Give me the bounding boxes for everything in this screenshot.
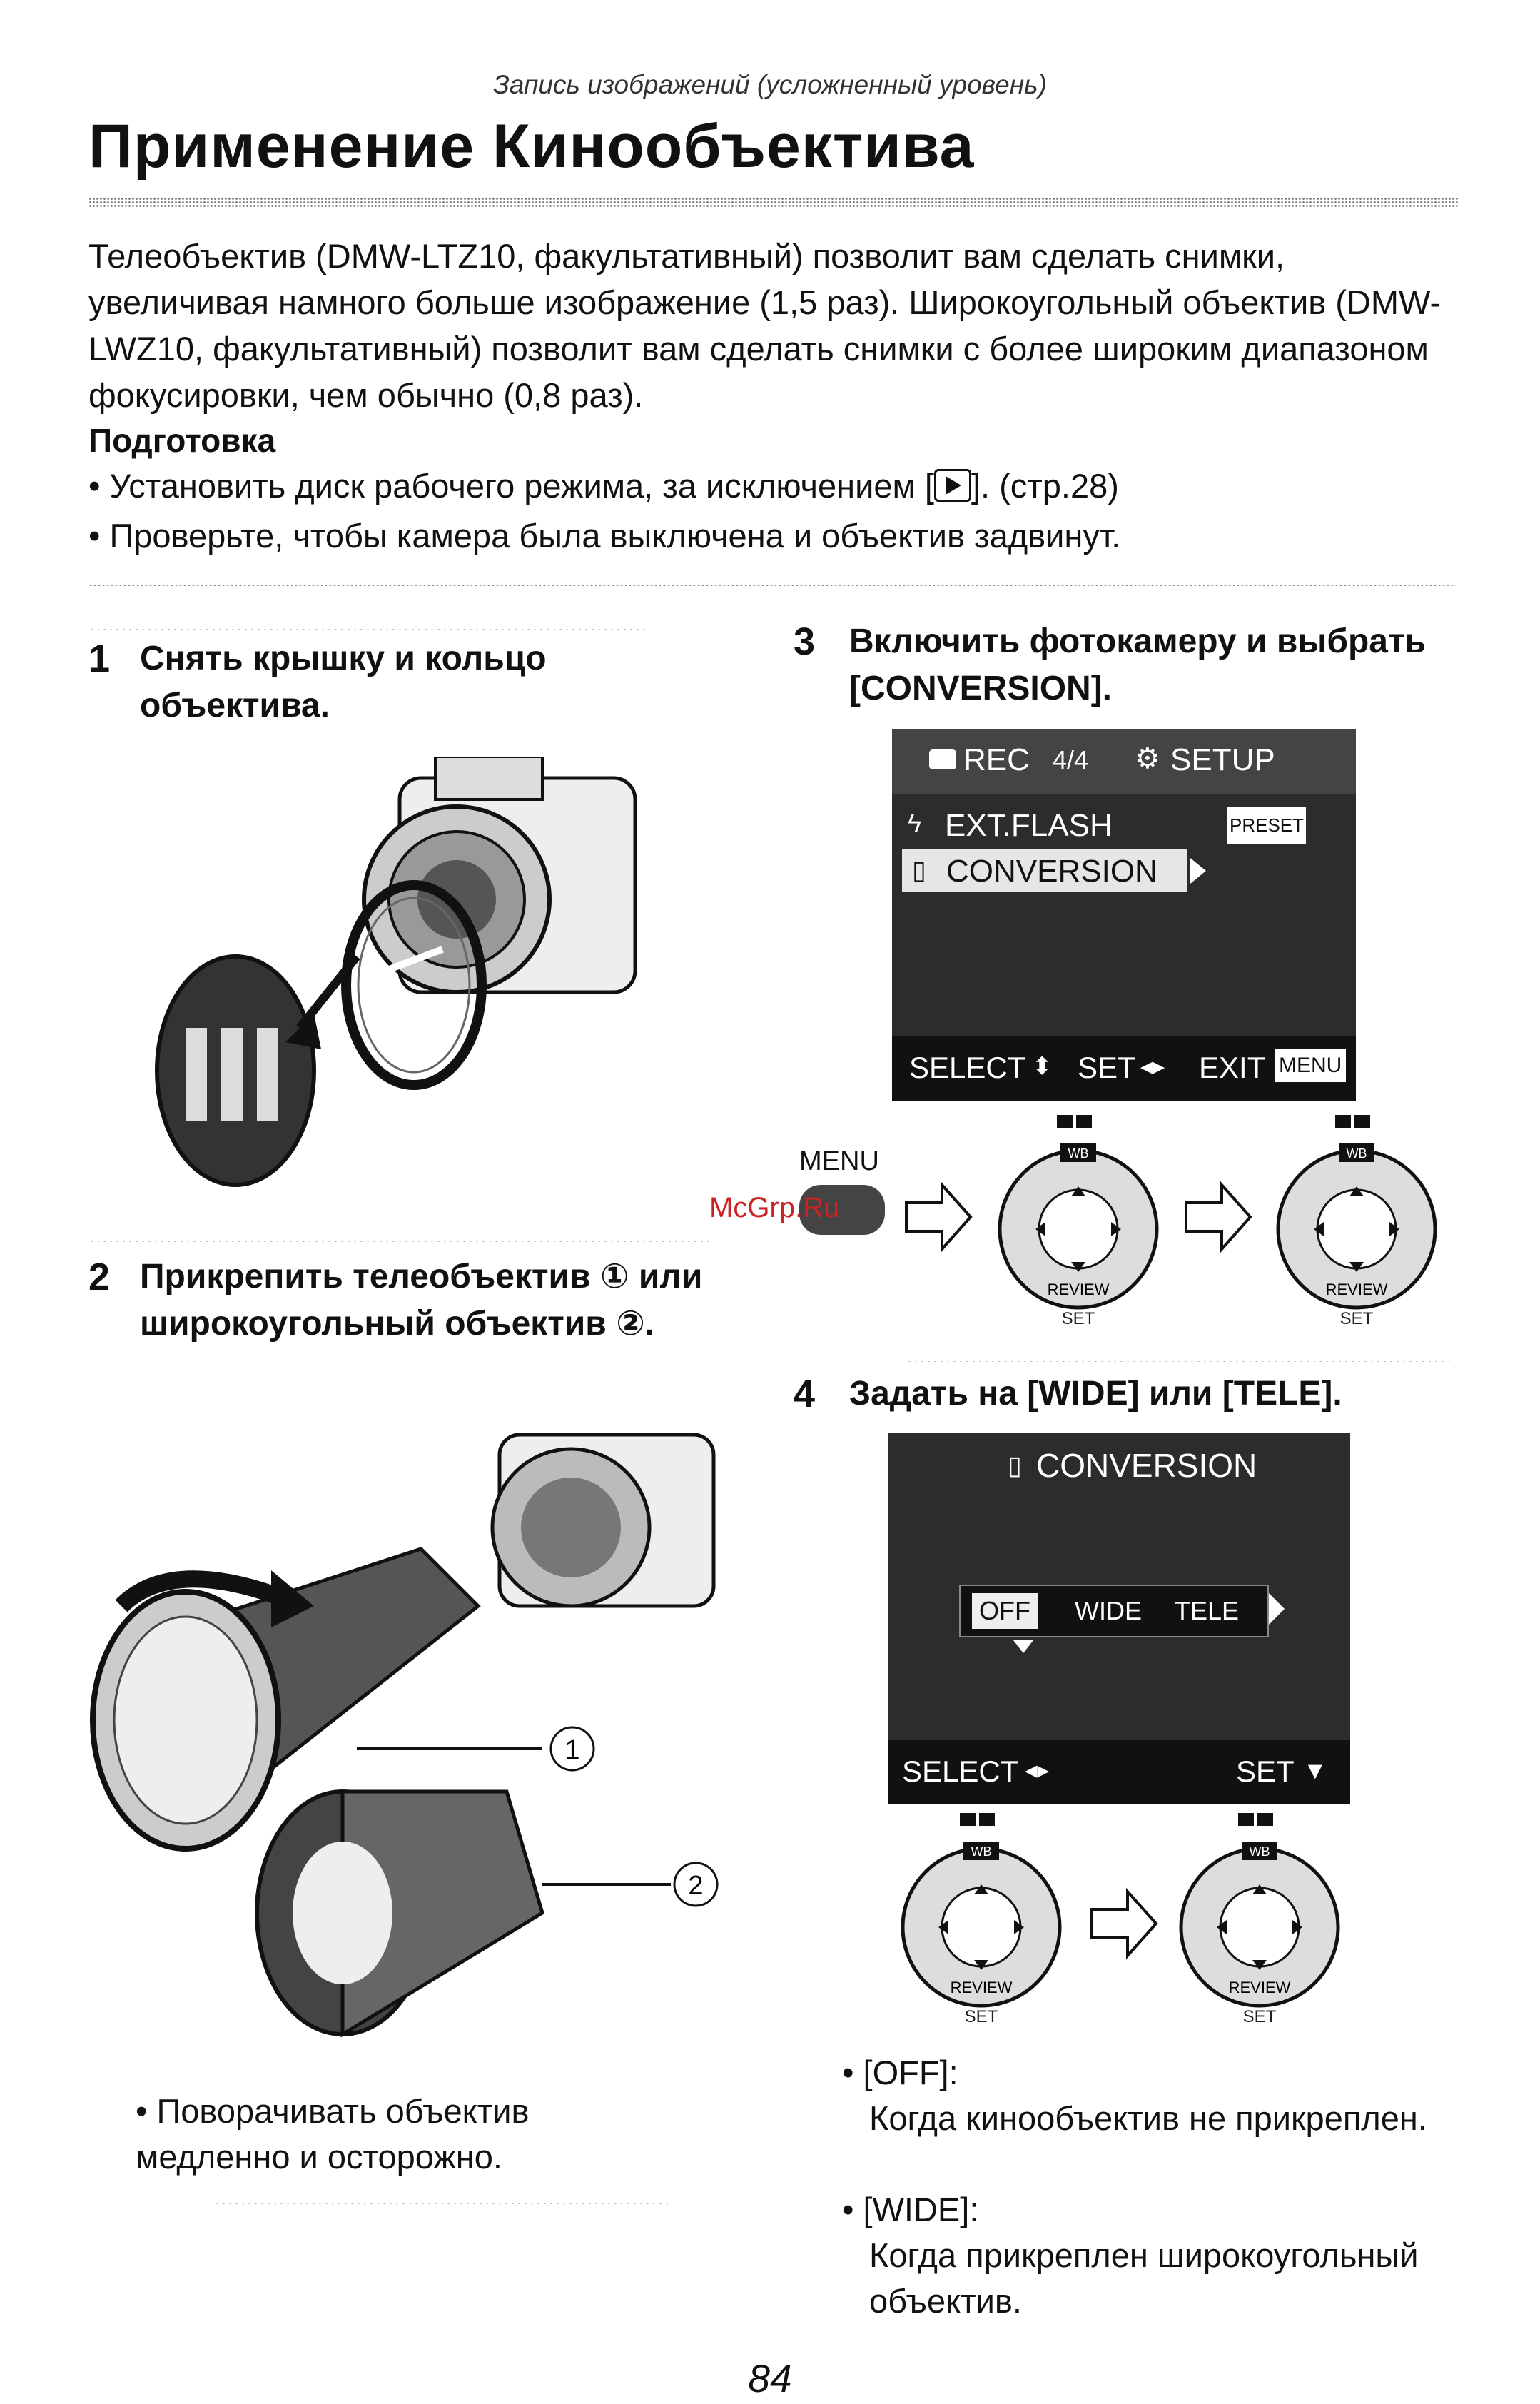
step-number: 2 — [88, 1256, 111, 1298]
conversion-lens-illustration: 1 2 — [90, 1433, 719, 2038]
tab-rec[interactable]: REC — [963, 742, 1030, 777]
option-tele[interactable]: TELE — [1175, 1596, 1240, 1625]
setting-footer: SELECT ◂▸ SET ▼ — [888, 1740, 1350, 1804]
step-number: 4 — [794, 1373, 816, 1415]
svg-text:REVIEW: REVIEW — [1229, 1979, 1291, 1996]
menu-button-label: MENU — [799, 1146, 879, 1176]
option-wide-label: • [WIDE]: — [842, 2191, 979, 2228]
menu-item-ext-flash[interactable]: ϟ EXT.FLASH — [908, 808, 1113, 843]
svg-text:WB: WB — [971, 1844, 992, 1859]
dotted-rule — [214, 2203, 671, 2205]
left-right-arrow-icon: ◂▸ — [1025, 1757, 1050, 1784]
camera-menu-screen: REC 4/4 ⚙ SETUP ϟ EXT.FLASH PRESET ▯ CON… — [892, 729, 1356, 1101]
set-label: SET — [1061, 1309, 1095, 1328]
menu-footer: SELECT ⬍ SET ◂▸ EXIT MENU — [892, 1036, 1356, 1101]
arrow-right-icon — [1185, 1181, 1252, 1253]
playback-icon — [933, 469, 971, 502]
intro-paragraph: Телеобъектив (DMW-LTZ10, факультативный)… — [88, 237, 1442, 414]
lens-label-1: 1 — [564, 1735, 579, 1765]
step-number: 3 — [794, 620, 816, 663]
wrench-icon: ⚙ — [1135, 743, 1160, 774]
cursor-dial-icon: WB REVIEW — [901, 1813, 1062, 2008]
option-wide[interactable]: WIDE — [1075, 1596, 1142, 1625]
svg-text:WB: WB — [1347, 1146, 1367, 1161]
conversion-setting-screen: ▯ CONVERSION OFF WIDE TELE SELECT ◂▸ SET… — [888, 1433, 1350, 1804]
option-off[interactable]: OFF — [972, 1593, 1038, 1629]
set-label: SET — [1339, 1309, 1374, 1328]
preparation-bullet-2: • Проверьте, чтобы камера была выключена… — [88, 517, 1121, 555]
rotate-caution-note: • Поворачивать объектив медленно и остор… — [136, 2092, 530, 2176]
menu-key-badge: MENU — [1275, 1049, 1347, 1082]
option-wide-description: Когда прикреплен широкоугольный объектив… — [869, 2236, 1419, 2320]
step-text: Задать на [WIDE] или [TELE]. — [849, 1375, 1342, 1413]
page-title: Применение Кинообъектива — [88, 112, 975, 181]
screen-title: CONVERSION — [1036, 1447, 1257, 1484]
step-text: Прикрепить телеобъектив ① или широкоугол… — [140, 1258, 703, 1343]
left-right-arrow-icon: ◂▸ — [1140, 1053, 1165, 1080]
svg-text:WB: WB — [1250, 1844, 1270, 1859]
preparation-heading: Подготовка — [88, 422, 276, 459]
title-underline — [88, 197, 1459, 207]
down-arrow-icon: ▼ — [1303, 1757, 1327, 1784]
cursor-dial-icon: WB REVIEW — [1276, 1115, 1437, 1310]
step-3: 3 Включить фотокамеру и выбрать [CONVERS… — [794, 618, 1479, 712]
svg-text:REVIEW: REVIEW — [1326, 1281, 1388, 1298]
option-off-description: Когда кинообъектив не прикреплен. — [869, 2099, 1427, 2137]
section-divider — [88, 584, 1456, 587]
arrow-right-icon — [905, 1181, 973, 1253]
set-label: SET — [1242, 2007, 1277, 2026]
section-header: Запись изображений (усложненный уровень) — [493, 70, 1047, 99]
page-number: 84 — [748, 2356, 792, 2400]
svg-text:WB: WB — [1068, 1146, 1089, 1161]
lens-label-2: 2 — [688, 1871, 703, 1901]
page-indicator: 4/4 — [1053, 745, 1089, 774]
dotted-rule — [88, 1241, 709, 1243]
step-4: 4 Задать на [WIDE] или [TELE]. — [794, 1370, 1479, 1418]
step-text: Снять крышку и кольцо объектива. — [140, 640, 547, 724]
dotted-rule — [849, 614, 1449, 616]
control-dial-3[interactable]: WB REVIEW SET — [892, 1813, 1070, 2027]
control-dial-4[interactable]: WB REVIEW SET — [1170, 1813, 1349, 2027]
camera-icon — [929, 749, 956, 769]
arrow-right-icon — [1090, 1887, 1158, 1960]
option-selector: OFF WIDE TELE — [959, 1585, 1269, 1637]
step-text: Включить фотокамеру и выбрать [CONVERSIO… — [849, 622, 1427, 707]
dotted-rule — [906, 1360, 1449, 1363]
step-1: 1 Снять крышку и кольцо объектива. — [88, 635, 674, 729]
watermark: McGrp.Ru — [709, 1192, 840, 1223]
step-2: 2 Прикрепить телеобъектив ① или широкоуг… — [88, 1253, 731, 1348]
submenu-arrow-icon — [1190, 858, 1206, 884]
svg-text:REVIEW: REVIEW — [951, 1979, 1013, 1996]
conversion-icon: ▯ — [912, 855, 926, 884]
current-option-marker-icon — [1013, 1640, 1033, 1653]
set-label: SET — [964, 2007, 998, 2026]
step-number: 1 — [88, 637, 111, 680]
preparation-bullet-1: • Установить диск рабочего режима, за ис… — [88, 467, 1119, 505]
control-dial-1[interactable]: WB REVIEW SET — [989, 1115, 1167, 1329]
camera-remove-cap-illustration — [155, 757, 637, 1187]
menu-tab-bar: REC 4/4 ⚙ SETUP — [892, 729, 1356, 794]
flash-icon: ϟ — [908, 808, 922, 837]
tab-setup[interactable]: SETUP — [1170, 742, 1275, 777]
up-down-arrow-icon: ⬍ — [1032, 1053, 1053, 1080]
conversion-icon: ▯ — [1008, 1450, 1022, 1480]
next-option-arrow-icon — [1269, 1593, 1285, 1625]
dotted-rule — [88, 628, 645, 630]
control-dial-2[interactable]: WB REVIEW SET — [1267, 1115, 1446, 1329]
menu-item-conversion[interactable]: ▯ CONVERSION — [902, 849, 1187, 892]
option-off-label: • [OFF]: — [842, 2054, 958, 2091]
cursor-dial-icon: WB REVIEW — [1179, 1813, 1340, 2008]
svg-text:REVIEW: REVIEW — [1048, 1281, 1110, 1298]
ext-flash-value: PRESET — [1227, 807, 1306, 844]
cursor-dial-icon: WB REVIEW — [998, 1115, 1159, 1310]
menu-button[interactable] — [799, 1185, 885, 1235]
